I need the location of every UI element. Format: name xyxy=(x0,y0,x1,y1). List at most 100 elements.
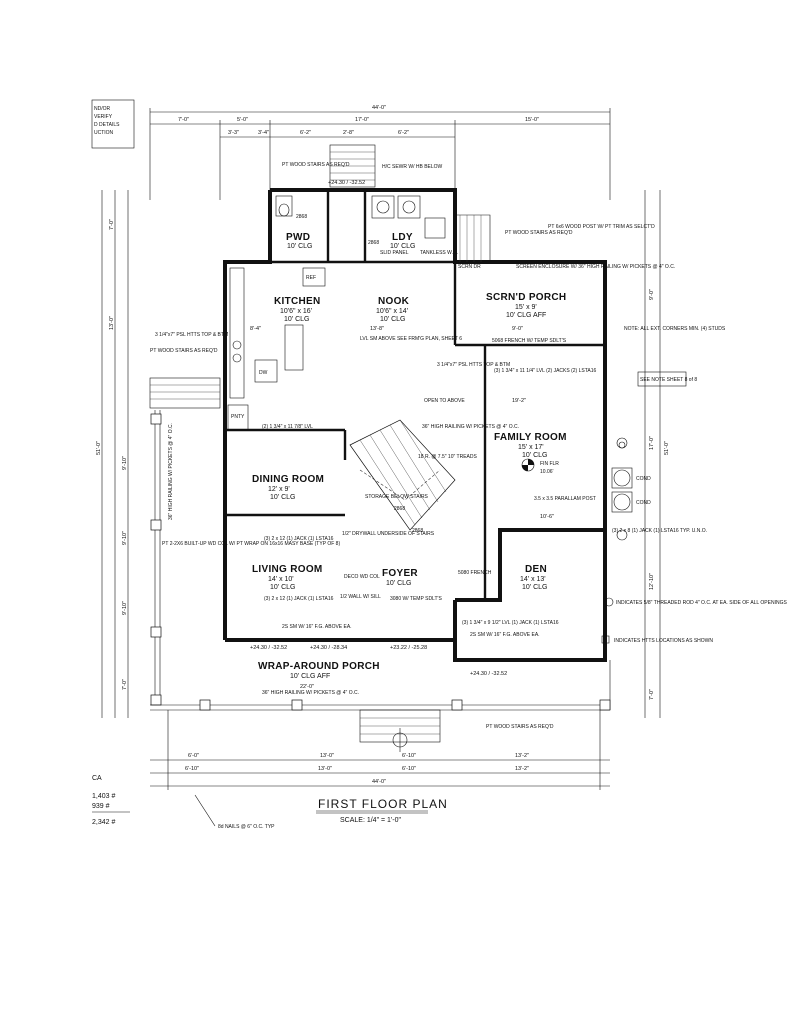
label-pt-post: PT 6x6 WOOD POST W/ PT TRIM AS SELCT'D xyxy=(548,224,655,230)
top-dimensions: 44'-0" 7'-0" 5'-0" 17'-0" 15'-0" 3'-3" 3… xyxy=(149,105,611,200)
sheet-title: FIRST FLOOR PLAN xyxy=(318,797,448,811)
right-notes: NOTE: ALL EXT. CORNERS MIN. (4) STUDS SE… xyxy=(601,326,787,644)
room-labels: PWD 10' CLG LDY 10' CLG KITCHEN 10'6" x … xyxy=(252,232,566,680)
room-living-size: 14' x 10' xyxy=(268,576,294,583)
room-nook-size: 10'6" x 14' xyxy=(376,308,408,315)
label-tankless: TANKLESS W.H. xyxy=(420,250,458,256)
label-drywall: 1/2" DRYWALL UNDERSIDE OF STAIRS xyxy=(342,531,435,537)
label-fin-flr: FIN FLR xyxy=(540,461,559,467)
dim-left-6: 7'-0" xyxy=(122,679,128,690)
dim-detail-2: 3'-4" xyxy=(258,130,269,136)
room-den-size: 14' x 13' xyxy=(520,576,546,583)
room-living-clg: 10' CLG xyxy=(270,584,295,591)
label-lvl-3: (3) 1 3/4" x 9 1/2" LVL (1) JACK (1) LST… xyxy=(462,620,559,626)
label-sw-den: 2S SM W/ 16" F.G. ABOVE EA. xyxy=(470,632,540,638)
label-scrn-dr: SCRN DR xyxy=(458,264,481,270)
label-cond-2: COND xyxy=(636,500,651,506)
label-sw-fg: 2S SM W/ 16" F.G. ABOVE EA. xyxy=(282,624,352,630)
area-3: 2,342 # xyxy=(92,819,115,826)
elev-top: +24.30 / -32.52 xyxy=(328,180,365,186)
label-rail-front: 36" HIGH RAILING W/ PICKETS @ 4" O.C. xyxy=(262,690,359,696)
dim-bottom-3: 6'-10" xyxy=(402,753,416,759)
dim-kitchen-w: 8'-4" xyxy=(250,326,261,332)
label-psl-left: 3 1/4"x7" PSL HTTS TOP & BTM xyxy=(155,332,228,338)
label-pnty: PNTY xyxy=(231,414,245,420)
dim-top-4: 15'-0" xyxy=(525,117,539,123)
room-porch-clg: 10' CLG AFF xyxy=(506,312,546,319)
room-kitchen-name: KITCHEN xyxy=(274,296,321,307)
dim-top-2: 5'-0" xyxy=(237,117,248,123)
label-slide-panel: SLID PANEL xyxy=(380,250,409,256)
dim-bottom-4: 13'-2" xyxy=(515,753,529,759)
label-psl-mid: 3 1/4"x7" PSL HTTS TOP & BTM xyxy=(437,362,510,368)
dim-den-w: 10'-6" xyxy=(540,514,554,520)
area-table: CA 1,403 # 939 # 2,342 # xyxy=(92,775,130,826)
elev-den: +24.30 / -32.52 xyxy=(470,671,507,677)
label-risers: 18 R. @ 7.5" 10" TREADS xyxy=(418,454,478,460)
label-fin-flr-val: 10.06' xyxy=(540,469,554,475)
dim-left-2: 13'-0" xyxy=(109,316,115,330)
corner-note-4: UCTION xyxy=(94,130,114,136)
dim-detail-3: 6'-2" xyxy=(300,130,311,136)
bottom-dimensions: 6'-0" 13'-0" 6'-10" 13'-2" 6'-10" 13'-0"… xyxy=(150,753,610,787)
room-kitchen-clg: 10' CLG xyxy=(284,316,309,323)
left-deck: 3 1/4"x7" PSL HTTS TOP & BTM PT WOOD STA… xyxy=(149,332,340,706)
side-stairs: PT WOOD STAIRS AS REQ'D SCRN DR PT 6x6 W… xyxy=(455,214,675,270)
misc-notes: LVL SM ABOVE SEE FRM'G PLAN, SHEET 6 3 1… xyxy=(250,326,559,690)
door-2868-d: 2868 xyxy=(394,506,405,512)
label-corner-studs: NOTE: ALL EXT. CORNERS MIN. (4) STUDS xyxy=(624,326,726,332)
dim-porch-depth: 22'-0" xyxy=(300,684,314,690)
label-parallam: 3.5 x 3.5 PARALLAM POST xyxy=(534,496,596,502)
dim-bottom-2: 13'-0" xyxy=(320,753,334,759)
label-pt-stairs-left: PT WOOD STAIRS AS REQ'D xyxy=(150,348,218,354)
room-foyer-clg: 10' CLG xyxy=(386,580,411,587)
label-lvl-above: LVL SM ABOVE SEE FRM'G PLAN, SHEET 6 xyxy=(360,336,462,342)
dim-top-3: 17'-0" xyxy=(355,117,369,123)
room-pwd-clg: 10' CLG xyxy=(287,243,312,250)
dim-top-1: 7'-0" xyxy=(178,117,189,123)
corner-note-2: VERIFY xyxy=(94,114,113,120)
label-open-above: OPEN TO ABOVE xyxy=(424,398,465,404)
area-2: 939 # xyxy=(92,803,110,810)
dim-bottom-detail-1: 6'-10" xyxy=(185,766,199,772)
dim-bottom-1: 6'-0" xyxy=(188,753,199,759)
room-den-name: DEN xyxy=(525,564,547,575)
label-storage: STORAGE BELOW STAIRS xyxy=(365,494,429,500)
dim-overall-top: 44'-0" xyxy=(372,105,386,111)
room-wrap-name: WRAP-AROUND PORCH xyxy=(258,661,380,672)
label-door-3080: 3080 W/ TEMP SDLT'S xyxy=(390,596,442,602)
label-pt-stairs-side: PT WOOD STAIRS AS REQ'D xyxy=(505,230,573,236)
dim-detail-5: 6'-2" xyxy=(398,130,409,136)
rear-stairs: PT WOOD STAIRS AS REQ'D H/C SEWR W/ HB B… xyxy=(282,144,443,188)
dim-right-4: 7'-0" xyxy=(649,689,655,700)
label-screen-enclosure: SCREEN ENCLOSURE W/ 36" HIGH RAILING W/ … xyxy=(516,264,675,270)
label-ref: REF xyxy=(306,275,316,281)
door-2868-c: 2868 xyxy=(412,528,423,534)
family-symbols: FIN FLR 10.06' 3.5 x 3.5 PARALLAM POST (… xyxy=(492,338,628,541)
room-living-name: LIVING ROOM xyxy=(252,564,323,575)
door-2868-b: 2868 xyxy=(368,240,379,246)
elev-bottom-2: +24.30 / -28.34 xyxy=(310,645,347,651)
label-pt-stairs-top: PT WOOD STAIRS AS REQ'D xyxy=(282,162,350,168)
dim-bottom-detail-4: 13'-2" xyxy=(515,766,529,772)
dim-family-w: 19'-2" xyxy=(512,398,526,404)
corner-note-1: ND/OR xyxy=(94,106,111,112)
label-french-5068: 5068 FRENCH W/ TEMP SDLT'S xyxy=(492,338,567,344)
wrap-porch: 36" HIGH RAILING W/ PICKETS @ 4" O.C. PT… xyxy=(150,660,611,790)
dim-porch-w: 9'-0" xyxy=(512,326,523,332)
dim-overall-bottom: 44'-0" xyxy=(372,779,386,785)
dim-left-4: 9'-10" xyxy=(122,531,128,545)
bath-laundry-fixtures: TANKLESS W.H. SLID PANEL 2868 2868 xyxy=(275,195,458,256)
dim-bottom-detail-3: 6'-10" xyxy=(402,766,416,772)
dim-detail-4: 2'-8" xyxy=(343,130,354,136)
elev-bottom-3: +23.22 / -25.28 xyxy=(390,645,427,651)
entry-symbols xyxy=(392,441,626,752)
dim-depth-right: 51'-0" xyxy=(664,441,670,455)
label-2x12-a: (3) 2 x 12 (1) JACK (1) LSTA16 xyxy=(264,536,334,542)
label-pt-stairs-front: PT WOOD STAIRS AS REQ'D xyxy=(486,724,554,730)
area-label: CA xyxy=(92,775,102,782)
dim-depth-left: 51'-0" xyxy=(96,441,102,455)
room-kitchen-size: 10'6" x 16' xyxy=(280,308,312,315)
title-block: FIRST FLOOR PLAN SCALE: 1/4" = 1'-0" 8d … xyxy=(194,794,448,830)
dim-right-1: 9'-0" xyxy=(649,289,655,300)
